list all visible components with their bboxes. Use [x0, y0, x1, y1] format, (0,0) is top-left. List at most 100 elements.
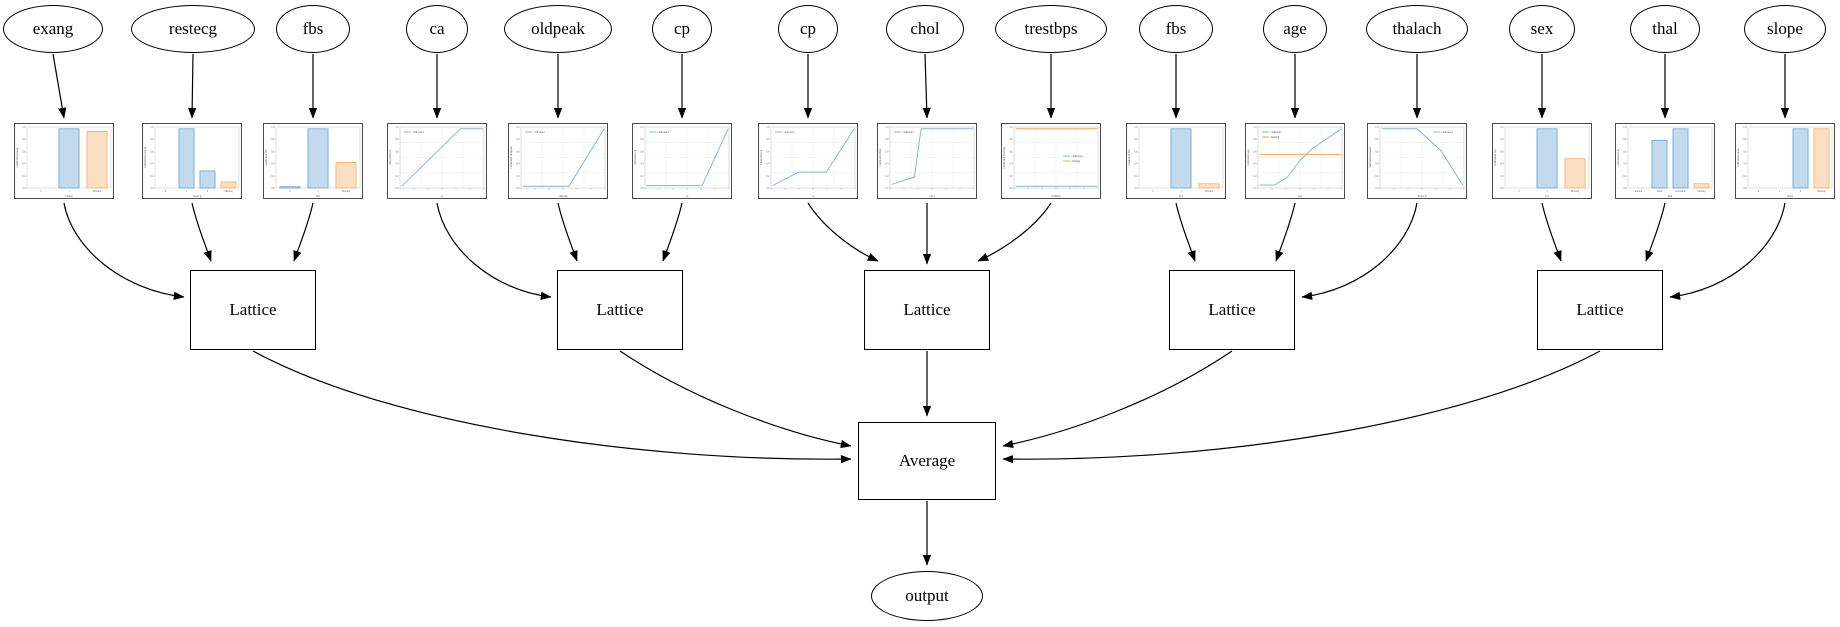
- edge-chart-oldpeak-to-lattice: [557, 202, 578, 262]
- y-tick-label: 0.8: [1009, 138, 1013, 141]
- y-tick-label: 1.0: [1743, 126, 1747, 129]
- y-tick-label: 0.0: [766, 187, 770, 190]
- x-axis-label: exang: [65, 194, 73, 198]
- line-cp-calibrated: [772, 128, 855, 187]
- x-tick-label: 1: [1779, 190, 1781, 193]
- y-tick-label: 1.0: [516, 126, 520, 129]
- y-tick-label: 0.8: [1134, 138, 1138, 141]
- y-tick-label: 1.0: [640, 126, 644, 129]
- feature-node-thal: thal: [1630, 5, 1700, 53]
- x-tick-label: Missing: [1205, 190, 1214, 193]
- edge-lattice-2-to-average: [619, 350, 852, 449]
- x-tick-label: 0: [165, 190, 167, 193]
- y-tick-label: 0.0: [1009, 187, 1013, 190]
- x-tick-label: 0: [1152, 190, 1154, 193]
- x-tick-label: 1: [68, 190, 70, 193]
- feature-node-restecg: restecg: [131, 5, 255, 53]
- lattice-node-5: Lattice: [1537, 270, 1663, 350]
- edge-chart-trestbps-to-lattice: [977, 202, 1052, 262]
- y-tick-label: 1.0: [1009, 126, 1013, 129]
- y-axis-label: calibrated exang: [15, 147, 19, 167]
- y-axis-label: calibrated trestbps: [1002, 146, 1006, 169]
- y-tick-label: 0.8: [516, 138, 520, 141]
- y-tick-label: 0.4: [1134, 163, 1138, 166]
- y-axis-label: calibrated restecg: [143, 146, 147, 168]
- x-axis-label: cp: [812, 194, 815, 198]
- x-axis-label: fbs: [316, 194, 320, 198]
- y-tick-label: 0.4: [22, 163, 26, 166]
- x-tick-label: fixed: [1657, 190, 1663, 193]
- y-tick-label: 0.0: [1743, 187, 1747, 190]
- y-tick-label: 0.6: [150, 150, 154, 153]
- y-tick-label: 0.2: [271, 175, 275, 178]
- y-tick-label: 0.6: [516, 150, 520, 153]
- x-axis-label: trestbps: [1051, 194, 1061, 198]
- y-tick-label: 0.8: [1375, 138, 1379, 141]
- x-tick-label: 0: [1518, 190, 1520, 193]
- x-axis-label: thalach: [1418, 194, 1427, 198]
- y-tick-label: 0.2: [150, 175, 154, 178]
- x-tick-label: 0: [1758, 190, 1760, 193]
- y-tick-label: 0.2: [1623, 175, 1627, 178]
- y-tick-label: 0.0: [1500, 187, 1504, 190]
- x-tick-label: reversible: [1675, 190, 1686, 193]
- x-axis-label: sex: [1545, 194, 1549, 198]
- y-tick-label: 0.8: [640, 138, 644, 141]
- edge-chart-age-to-lattice: [1275, 202, 1296, 262]
- y-tick-label: 0.2: [1375, 175, 1379, 178]
- y-axis-label: calibrated oldpeak: [509, 146, 513, 169]
- legend-label: missing: [1271, 136, 1280, 139]
- y-tick-label: 0.6: [1009, 150, 1013, 153]
- feature-node-fbs: fbs: [276, 5, 350, 53]
- y-tick-label: 0.4: [1253, 163, 1257, 166]
- y-tick-label: 0.2: [516, 175, 520, 178]
- feature-node-sex: sex: [1509, 5, 1575, 53]
- y-tick-label: 0.6: [271, 150, 275, 153]
- x-axis-label: fbs: [1179, 194, 1183, 198]
- y-axis-label: calibrated fbs: [1127, 149, 1131, 166]
- x-axis-label: slope: [1787, 194, 1794, 198]
- edge-lattice-4-to-average: [1002, 350, 1233, 449]
- legend-label: calibrated: [1271, 131, 1283, 134]
- legend-label: calibrated: [1442, 131, 1454, 134]
- y-tick-label: 0.4: [1375, 163, 1379, 166]
- bar-fbs-Missing: [1198, 183, 1220, 189]
- x-tick-label: Missing: [1817, 190, 1826, 193]
- edge-chart-ca-to-lattice: [436, 202, 552, 300]
- edge-chart-slope-to-lattice: [1669, 202, 1786, 300]
- feature-node-trestbps: trestbps: [995, 5, 1107, 53]
- y-tick-label: 0.2: [1009, 175, 1013, 178]
- legend-label: calibrated: [784, 131, 796, 134]
- x-tick-label: 1: [1180, 190, 1182, 193]
- y-tick-label: 0.6: [1623, 150, 1627, 153]
- y-tick-label: 0.8: [395, 138, 399, 141]
- y-tick-label: 0.8: [766, 138, 770, 141]
- y-tick-label: 1.0: [395, 126, 399, 129]
- feature-node-fbs: fbs: [1139, 5, 1213, 53]
- y-tick-label: 0.2: [1134, 175, 1138, 178]
- y-tick-label: 1.0: [1375, 126, 1379, 129]
- bar-fbs-1: [1170, 128, 1192, 189]
- legend-label: calibrated: [1072, 155, 1084, 158]
- x-axis-label: oldpeak: [558, 194, 568, 198]
- edge-chart-cp-to-lattice: [807, 202, 879, 262]
- y-tick-label: 0.6: [1743, 150, 1747, 153]
- lattice-node-2: Lattice: [557, 270, 683, 350]
- y-tick-label: 0.6: [885, 150, 889, 153]
- y-tick-label: 0.0: [885, 187, 889, 190]
- y-tick-label: 0.8: [1623, 138, 1627, 141]
- x-axis-label: chol: [929, 194, 934, 198]
- feature-node-thalach: thalach: [1366, 5, 1468, 53]
- y-tick-label: 0.0: [640, 187, 644, 190]
- feature-node-exang: exang: [3, 5, 103, 53]
- x-tick-label: Missing: [1571, 190, 1580, 193]
- y-tick-label: 0.2: [766, 175, 770, 178]
